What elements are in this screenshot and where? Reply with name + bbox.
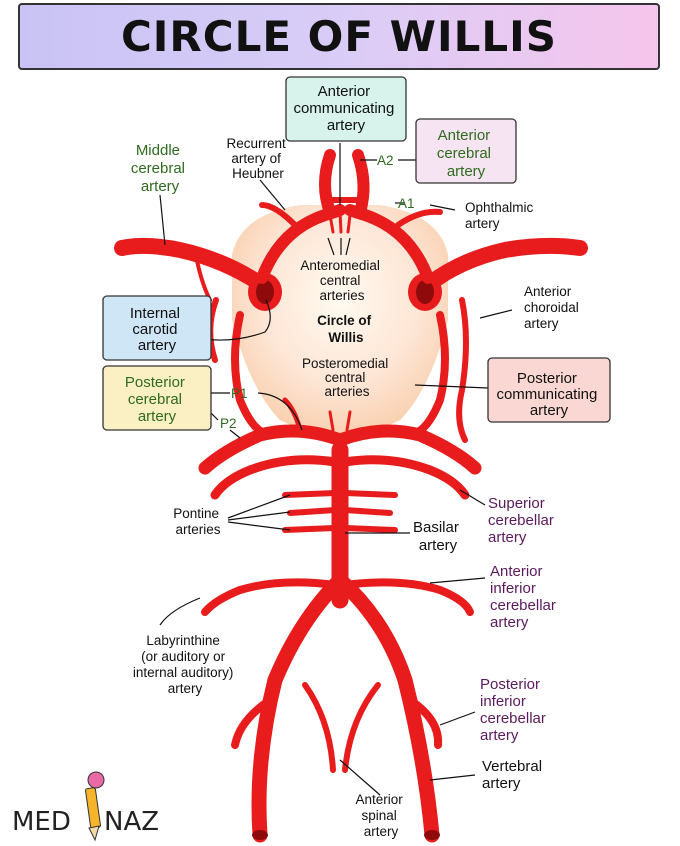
svg-text:NAZ: NAZ	[104, 807, 159, 837]
box-internal-carotid	[102, 295, 212, 361]
box-posterior-communicating	[487, 357, 611, 423]
circle-area	[232, 205, 448, 440]
label-vertebral: Vertebral artery	[482, 758, 546, 792]
label-posterior-cerebral: Posterior cerebral artery	[125, 374, 189, 425]
right-middle-cerebral	[420, 237, 588, 293]
label-superior-cerebellar: Superior cerebellar artery	[488, 495, 558, 546]
label-anterior-communicating: Anterior communicating artery	[293, 83, 398, 134]
box-anterior-communicating	[285, 76, 407, 142]
page-title: CIRCLE OF WILLIS	[120, 12, 558, 61]
label-middle-cerebral: Middle cerebral artery	[131, 142, 189, 195]
label-a2: A2	[377, 153, 394, 168]
brand-logo: MED NAZ	[12, 771, 159, 842]
label-ophthalmic: Ophthalmic artery	[465, 200, 537, 231]
left-aica	[201, 578, 339, 616]
right-pica	[406, 696, 443, 749]
left-pica	[231, 696, 274, 749]
left-vertebral-artery	[251, 447, 348, 843]
pencil-mascot-icon	[85, 771, 105, 842]
right-superior-cerebellar	[340, 455, 470, 500]
leader-lines	[159, 143, 513, 796]
arteries	[114, 149, 588, 843]
label-basilar: Basilar artery	[413, 519, 463, 554]
right-aica	[341, 578, 474, 616]
label-internal-carotid: Internal carotid artery	[130, 305, 184, 354]
title-banner: CIRCLE OF WILLIS	[18, 3, 660, 70]
svg-text:MED: MED	[12, 807, 71, 837]
box-anterior-cerebral	[415, 118, 517, 184]
label-p1: P1	[231, 386, 248, 401]
label-anterior-cerebral: Anterior cerebral artery	[437, 127, 495, 180]
label-p2: P2	[220, 416, 237, 431]
label-posteromedial: Posteromedial central arteries	[302, 356, 392, 399]
left-middle-cerebral	[114, 237, 270, 293]
right-a2	[352, 149, 370, 218]
label-pontine: Pontine arteries	[173, 506, 223, 537]
right-vertebral-artery	[332, 572, 440, 843]
label-anterior-choroidal: Anterior choroidal artery	[524, 284, 583, 331]
box-posterior-cerebral	[102, 365, 212, 431]
label-a1: A1	[398, 196, 415, 211]
label-circle-of-willis: Circle of Willis	[317, 313, 375, 345]
label-anterior-spinal: Anterior spinal artery	[355, 792, 406, 839]
label-anteromedial: Anteromedial central arteries	[300, 258, 383, 303]
left-superior-cerebellar	[210, 455, 340, 500]
left-a2	[319, 149, 336, 218]
label-posterior-communicating: Posterior communicating artery	[496, 370, 601, 419]
anterior-spinal-artery	[302, 682, 381, 773]
label-pica: Posterior inferior cerebellar artery	[480, 676, 550, 744]
right-pcomm	[414, 311, 449, 436]
label-recurrent: Recurrent artery of Heubner	[226, 136, 289, 181]
label-aica: Anterior inferior cerebellar artery	[490, 563, 560, 631]
label-labyrinthine: Labyrinthine (or auditory or internal au…	[133, 633, 237, 696]
